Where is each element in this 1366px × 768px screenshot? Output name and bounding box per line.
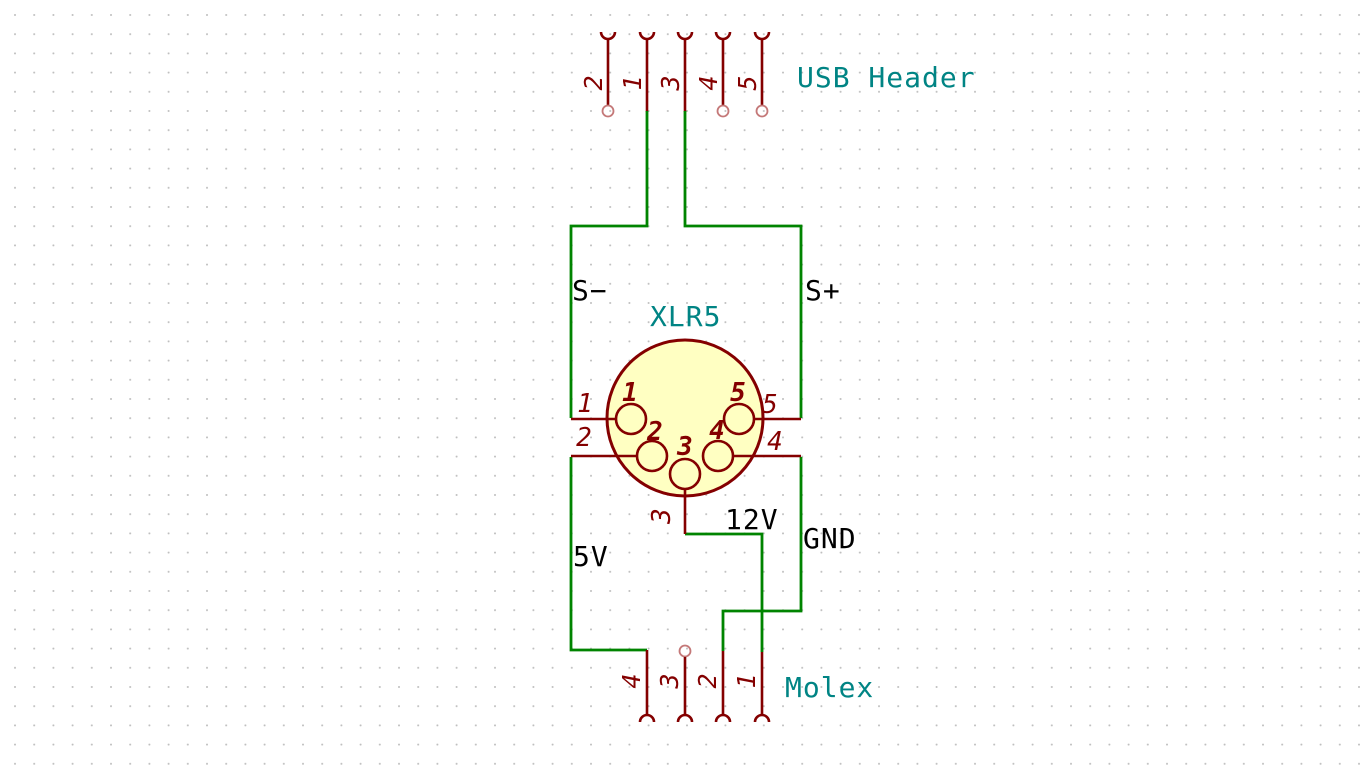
net-labels[interactable]: S− S+ 5V 12V GND	[572, 274, 857, 573]
pin-number: 3	[655, 673, 684, 689]
xlr5-pin3-number: 3	[647, 508, 677, 525]
unconnected-pin-end	[755, 104, 769, 118]
usb-header-connector[interactable]: 1 2 3 4 5 USB Header	[579, 31, 976, 118]
xlr5-pad5-name: 5	[730, 378, 746, 408]
net-label-s-plus[interactable]: S+	[805, 274, 841, 307]
pin-number: 1	[618, 75, 647, 90]
net-label-5v[interactable]: 5V	[573, 540, 609, 573]
xlr5-pin5-number: 5	[762, 390, 778, 420]
socket-arc	[753, 713, 771, 723]
xlr5-pad-1	[614, 402, 648, 436]
molex-pin-2[interactable]: 2	[693, 651, 732, 723]
molex-pin-1[interactable]: 1	[732, 652, 771, 723]
xlr5-body[interactable]	[605, 338, 765, 498]
xlr5-connector[interactable]: 1 2 3 4 5 1 2 3 4 5 XLR5	[571, 300, 801, 534]
pin-number: 3	[656, 75, 685, 91]
unconnected-pin-end	[716, 104, 730, 118]
xlr5-pad-5	[722, 402, 756, 436]
socket-arc	[714, 713, 732, 723]
usb-pin-4[interactable]: 4	[694, 31, 732, 118]
wires[interactable]	[569, 111, 803, 652]
net-label-s-minus[interactable]: S−	[572, 274, 608, 307]
socket-arc	[638, 713, 656, 723]
pin-number: 2	[579, 75, 608, 90]
xlr5-pin1-number: 1	[577, 389, 593, 419]
socket-arc	[676, 713, 694, 723]
pin-number: 4	[694, 75, 723, 90]
molex-connector[interactable]: 4 3 2 1 Molex	[617, 644, 874, 723]
xlr5-pad4-name: 4	[709, 416, 725, 446]
xlr5-pin4-number: 4	[767, 427, 783, 457]
net-label-gnd[interactable]: GND	[803, 522, 857, 555]
unconnected-pin-end	[678, 644, 692, 658]
xlr5-pad-4	[701, 439, 735, 473]
xlr5-pad-3	[668, 457, 702, 491]
xlr5-pin2-number: 2	[576, 423, 592, 453]
usb-pin-3[interactable]: 3	[656, 31, 694, 112]
usb-pin-1[interactable]: 1	[599, 31, 647, 118]
xlr5-pad2-name: 2	[646, 417, 663, 447]
usb-pin-2[interactable]: 2	[579, 31, 656, 112]
usb-header-label[interactable]: USB Header	[797, 61, 976, 94]
usb-pin-5[interactable]: 5	[733, 31, 771, 118]
molex-pin-4[interactable]: 4	[617, 650, 656, 723]
wire-5v[interactable]	[569, 457, 647, 652]
xlr5-pad-2	[635, 439, 669, 473]
molex-pin-3[interactable]: 3	[655, 644, 694, 723]
xlr5-label[interactable]: XLR5	[650, 300, 721, 333]
pin-number: 5	[733, 75, 762, 90]
wire-12v[interactable]	[685, 532, 764, 652]
unconnected-pin-end	[601, 104, 615, 118]
xlr5-pad3-name: 3	[676, 432, 693, 462]
xlr5-pad1-name: 1	[622, 378, 638, 408]
net-label-12v[interactable]: 12V	[725, 503, 779, 536]
pin-number: 4	[617, 673, 646, 688]
wire-s-plus[interactable]	[683, 111, 803, 418]
pin-number: 1	[732, 673, 761, 688]
molex-label[interactable]: Molex	[785, 671, 874, 704]
pin-number: 2	[693, 673, 722, 688]
wire-s-minus[interactable]	[569, 111, 649, 418]
